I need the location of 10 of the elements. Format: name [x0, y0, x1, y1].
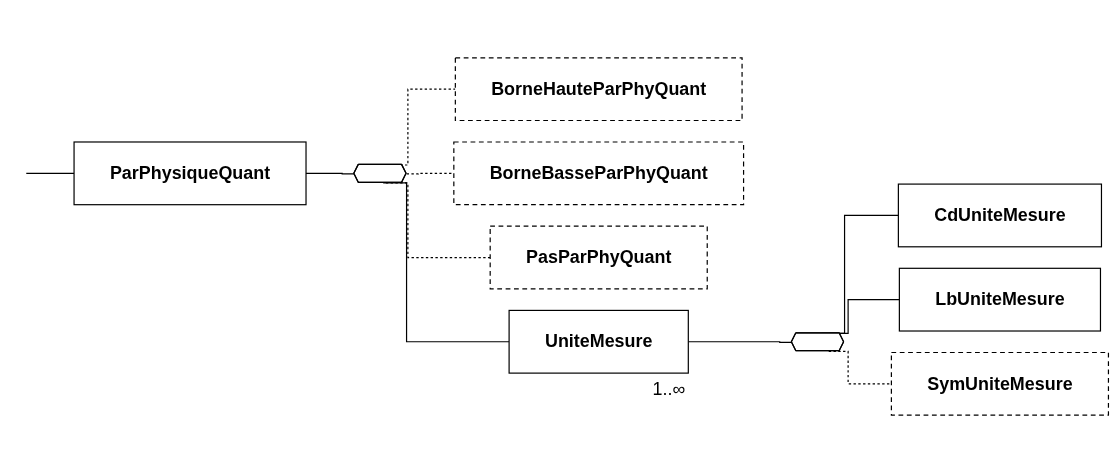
occurrence-label: 1..∞: [652, 378, 686, 399]
connector: [25, 172, 75, 174]
node-box: CdUniteMesure: [897, 183, 1103, 248]
node-box: BorneBasseParPhyQuant: [453, 141, 745, 206]
node-box: ParPhysiqueQuant: [73, 141, 307, 206]
node-box: LbUniteMesure: [898, 267, 1102, 332]
node-box: BorneHauteParPhyQuant: [454, 57, 743, 122]
node-box: SymUniteMesure: [890, 351, 1110, 416]
node-box: PasParPhyQuant: [489, 225, 708, 290]
node-box: UniteMesure: [508, 309, 689, 374]
